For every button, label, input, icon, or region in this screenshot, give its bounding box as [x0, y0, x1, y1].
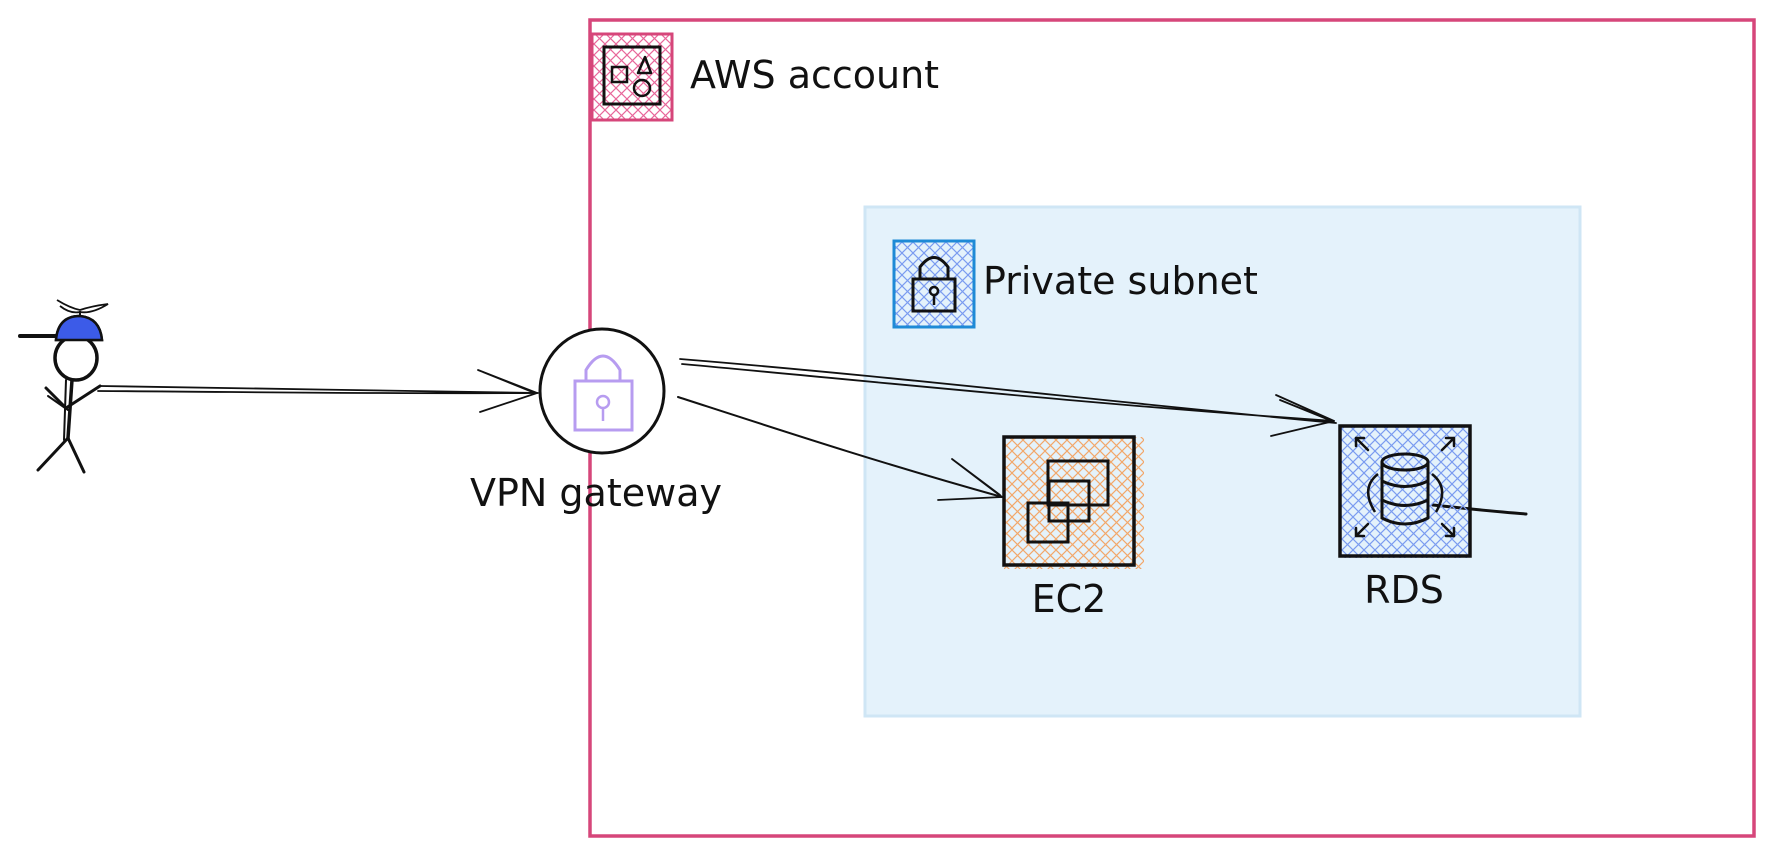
rds-box	[1338, 424, 1472, 558]
vpn-to-ec2-arrowhead	[937, 458, 1003, 501]
vpn-to-ec2-arrow	[677, 396, 1003, 498]
aws-account-label: AWS account	[690, 53, 939, 97]
vpn-gateway-label: VPN gateway	[470, 471, 722, 515]
rds-label: RDS	[1364, 568, 1444, 612]
lock-icon	[573, 354, 634, 432]
private-subnet-label: Private subnet	[983, 259, 1258, 303]
lock-icon	[892, 239, 976, 329]
ec2-label: EC2	[1032, 577, 1107, 621]
private-subnet-header: Private subnet	[892, 239, 1258, 329]
ec2-box	[1002, 435, 1136, 567]
database-icon	[1354, 436, 1456, 538]
vpn-gateway-node[interactable]: VPN gateway	[470, 327, 722, 515]
ec2-instances-icon	[1026, 459, 1110, 544]
rds-node[interactable]: RDS	[1338, 424, 1472, 612]
ec2-node[interactable]: EC2	[1002, 435, 1144, 621]
vpn-to-rds-arrowhead	[1270, 394, 1335, 437]
user-to-vpn-arrow	[97, 385, 539, 395]
shapes-icon	[590, 32, 674, 122]
vpn-gateway-circle	[538, 327, 666, 455]
stick-figure-user-icon	[18, 299, 109, 474]
vpn-to-rds-arrow	[679, 358, 1337, 424]
user-to-vpn-arrowhead	[477, 369, 538, 413]
